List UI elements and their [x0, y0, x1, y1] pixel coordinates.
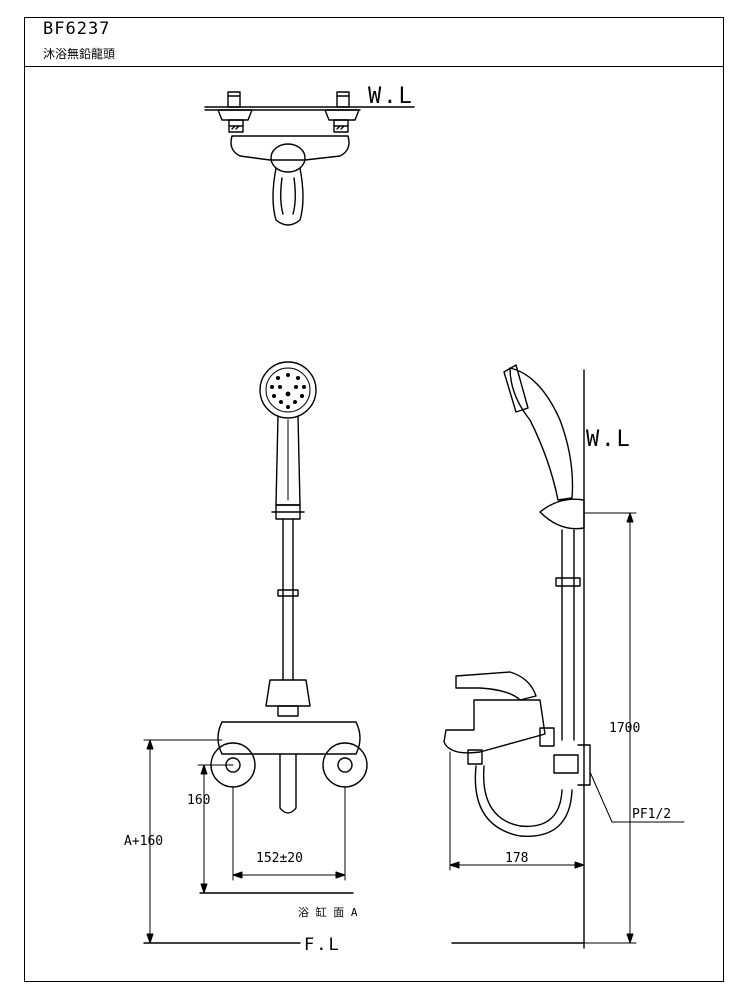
dim-152-label: 152±20	[256, 851, 303, 866]
dim-178-label: 178	[505, 851, 528, 866]
top-lever	[272, 167, 304, 226]
side-valve-body	[443, 699, 546, 754]
drawing-frame	[24, 17, 724, 982]
dim-1700-label: 1700	[609, 721, 640, 736]
top-valve-body	[230, 135, 350, 161]
front-right-flange	[322, 742, 368, 788]
dim-a160-label: A+160	[124, 834, 163, 849]
dim-pf-label: PF1/2	[632, 807, 671, 822]
front-valve-body	[217, 721, 361, 755]
side-handle-lever	[455, 671, 537, 701]
top-right-connector	[336, 91, 350, 108]
top-right-flange	[324, 109, 360, 121]
dim-160-label: 160	[187, 793, 210, 808]
title-block	[24, 17, 724, 67]
front-shower-nozzles	[270, 373, 306, 409]
tub-surface-label: 浴 缸 面 A	[298, 905, 358, 919]
dimension-lines	[143, 512, 685, 944]
floor-label: F.L	[304, 935, 341, 955]
wl-label-top: W.L	[368, 84, 414, 109]
top-view	[204, 91, 415, 226]
model-number: BF6237	[43, 19, 111, 39]
side-slide-bracket	[539, 498, 585, 530]
side-hose	[474, 765, 573, 837]
front-diverter	[265, 679, 311, 707]
front-spout	[279, 753, 297, 814]
top-handle-knob	[270, 143, 306, 173]
front-view	[210, 361, 368, 814]
top-left-flange	[217, 109, 253, 121]
top-left-connector	[227, 91, 241, 108]
front-shower-head	[259, 361, 317, 419]
wl-label-side: W.L	[586, 427, 632, 452]
product-name: 沐浴無鉛龍頭	[43, 47, 116, 61]
side-shower-head	[509, 367, 574, 501]
dim-pf-leader	[589, 771, 685, 823]
